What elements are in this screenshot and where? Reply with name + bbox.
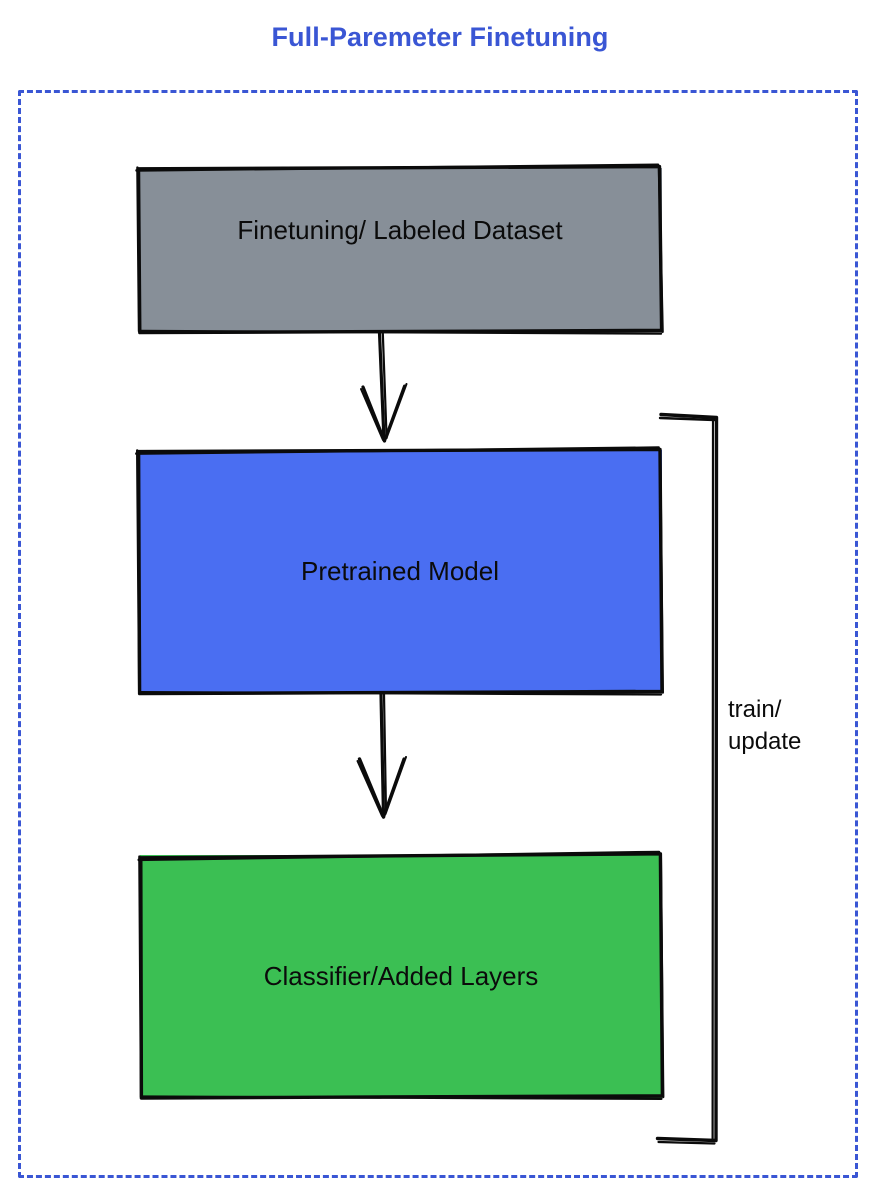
node-label-pretrained: Pretrained Model [301,556,499,587]
node-fill-pretrained [138,450,662,693]
arrow-dataset-to-pretrained [360,331,408,443]
node-classifier-added-layers[interactable]: Classifier/Added Layers [137,850,665,1100]
node-pretrained-model[interactable]: Pretrained Model [135,446,664,696]
edge-label-line-1: train/ [728,696,782,723]
node-finetuning-labeled-dataset[interactable]: Finetuning/ Labeled Dataset [135,163,664,335]
sketchy-border-dataset [135,163,664,335]
arrow-pretrained-to-classifier [356,692,407,819]
edge-label-train-update: train/ update [728,694,848,757]
node-label-classifier: Classifier/Added Layers [263,961,539,992]
page-title: Full-Paremeter Finetuning [271,22,609,52]
node-fill-dataset [138,168,662,332]
node-fill-classifier [140,855,662,1098]
node-label-dataset: Finetuning/ Labeled Dataset [237,214,563,245]
edge-label-line-2: update [728,727,802,755]
